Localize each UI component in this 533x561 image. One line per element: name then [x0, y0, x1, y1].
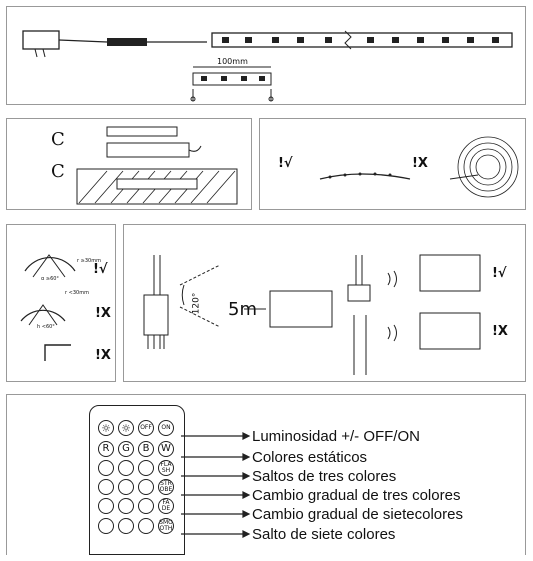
- strip-illustration: [22, 30, 513, 102]
- surface-panel: C C: [6, 118, 252, 210]
- remote-button-r1-c2[interactable]: ☼: [118, 420, 134, 436]
- label-leader-lines: [181, 432, 251, 538]
- angle-label: 120°: [191, 292, 202, 315]
- remote-button-r6-c2[interactable]: [118, 518, 134, 534]
- remote-button-r5-c4[interactable]: FA DE: [158, 498, 174, 514]
- label-static-colors: Colores estáticos: [252, 449, 368, 466]
- label-three-jump: Saltos de tres colores: [252, 468, 397, 485]
- ir-ok-mark: !√: [492, 266, 507, 281]
- remote-button-r2-c1[interactable]: R: [98, 441, 114, 457]
- ir-bad-mark: !X: [492, 324, 508, 339]
- remote-button-r1-c1[interactable]: ☼: [98, 420, 114, 436]
- label-three-fade: Cambio gradual de tres colores: [252, 487, 461, 504]
- coil-illustration: [319, 136, 519, 198]
- label-seven-fade: Cambio gradual de sietecolores: [252, 506, 463, 523]
- strip-panel: 100mm: [6, 6, 526, 105]
- bend-panel: r ≥30mm α ≥60° r <30mm h <60° !√ !X !X: [6, 224, 116, 382]
- remote-button-r4-c3[interactable]: [138, 479, 154, 495]
- radius-bad-label: r <30mm: [65, 290, 89, 296]
- ir-illustration: [143, 254, 481, 375]
- remote-button-r5-c3[interactable]: [138, 498, 154, 514]
- coil-panel: !√ !X: [259, 118, 526, 210]
- remote-button-r1-c3[interactable]: OFF: [138, 420, 154, 436]
- remote-button-r3-c2[interactable]: [118, 460, 134, 476]
- bend-ok-mark: !√: [93, 262, 108, 277]
- remote-button-r6-c4[interactable]: SMO OTH: [158, 518, 174, 534]
- angle-bad-label: h <60°: [37, 324, 55, 330]
- surface-illustration: [76, 126, 238, 205]
- remote-button-r3-c3[interactable]: [138, 460, 154, 476]
- remote-button-r1-c4[interactable]: ON: [158, 420, 174, 436]
- radius-ok-label: r ≥30mm: [77, 258, 101, 264]
- remote-button-r4-c2[interactable]: [118, 479, 134, 495]
- coil-ok-mark: !√: [278, 156, 293, 171]
- bend-bad-mark-2: !X: [95, 348, 111, 363]
- surface-mark-1: C: [51, 129, 65, 150]
- remote-button-r2-c2[interactable]: G: [118, 441, 134, 457]
- remote-button-r2-c3[interactable]: B: [138, 441, 154, 457]
- remote-button-r4-c1[interactable]: [98, 479, 114, 495]
- remote-button-r6-c3[interactable]: [138, 518, 154, 534]
- remote-button-r3-c4[interactable]: FLA SH: [158, 460, 174, 476]
- remote-button-r2-c4[interactable]: W: [158, 441, 174, 457]
- bend-bad-mark-1: !X: [95, 306, 111, 321]
- remote-button-r3-c1[interactable]: [98, 460, 114, 476]
- length-label: 100mm: [217, 57, 248, 66]
- remote-button-r5-c1[interactable]: [98, 498, 114, 514]
- label-seven-jump: Salto de siete colores: [252, 526, 396, 543]
- remote-button-r5-c2[interactable]: [118, 498, 134, 514]
- remote-button-r6-c1[interactable]: [98, 518, 114, 534]
- remote-button-r4-c4[interactable]: STR OBE: [158, 479, 174, 495]
- remote-body: [89, 405, 185, 555]
- label-brightness: Luminosidad +/- OFF/ON: [252, 428, 420, 445]
- angle-ok-label: α ≥60°: [41, 276, 59, 282]
- surface-mark-2: C: [51, 161, 65, 182]
- coil-bad-mark: !X: [412, 156, 428, 171]
- ir-panel: 120° 5m !√ !X: [123, 224, 526, 382]
- bend-illustration: [20, 254, 76, 361]
- distance-label: 5m: [228, 299, 257, 320]
